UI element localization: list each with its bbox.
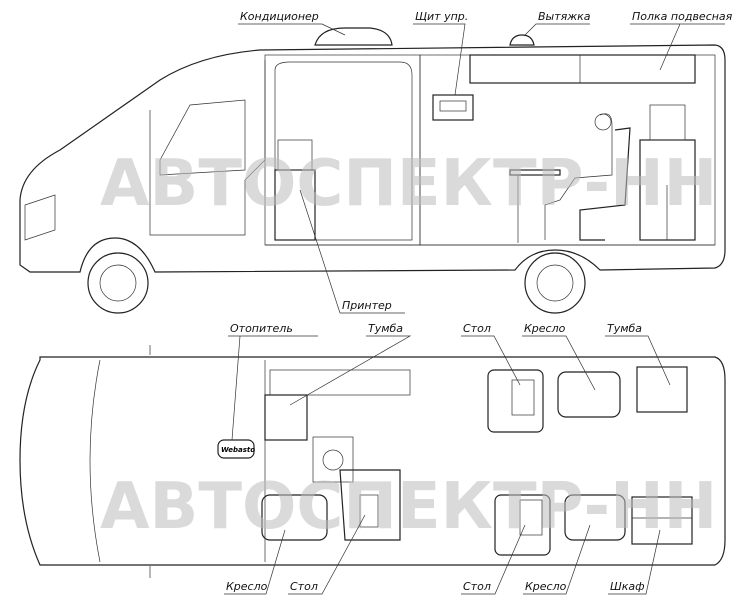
top-view-van: Webasto — [19, 345, 726, 578]
table-left — [339, 469, 401, 541]
cabinet-left — [264, 394, 308, 441]
label-chair-left: Кресло — [226, 580, 268, 593]
chair-right — [557, 371, 621, 418]
watermark-top: АВТОСПЕКТР-НН — [100, 147, 717, 221]
side-view-van — [19, 27, 726, 314]
label-cabinet-left: Тумба — [368, 322, 403, 335]
label-heater: Отопитель — [230, 322, 293, 335]
seat-base — [312, 436, 354, 483]
chair-left — [261, 494, 328, 541]
label-table-left: Стол — [290, 580, 318, 593]
chair-middle — [564, 494, 626, 541]
watermark-bottom: АВТОСПЕКТР-НН — [100, 470, 717, 544]
label-cabinet-right: Тумба — [607, 322, 642, 335]
cabinet-right — [636, 366, 688, 413]
label-exhaust: Вытяжка — [538, 10, 591, 23]
table-middle — [494, 494, 551, 556]
label-table-right: Стол — [463, 322, 491, 335]
side-table — [509, 169, 561, 176]
label-chair-middle: Кресло — [525, 580, 567, 593]
table-right — [487, 369, 544, 433]
label-wardrobe: Шкаф — [610, 580, 645, 593]
front-wheel — [87, 252, 149, 314]
heater — [217, 439, 255, 459]
label-control-panel: Щит упр. — [415, 10, 468, 23]
side-view-labels: Кондиционер Щит упр. Вытяжка Полка подве… — [238, 10, 733, 314]
side-chair — [579, 127, 631, 241]
label-table-middle: Стол — [463, 580, 491, 593]
label-chair-right: Кресло — [524, 322, 566, 335]
control-panel — [432, 94, 474, 121]
exhaust-vent — [509, 34, 535, 46]
air-conditioner — [314, 27, 393, 46]
hanging-shelf — [469, 54, 696, 84]
label-printer: Принтер — [342, 299, 392, 312]
top-view-labels: Отопитель Тумба Стол Кресло Тумба Кресло… — [224, 322, 671, 595]
heater-brand: Webasto — [221, 446, 255, 454]
wardrobe — [631, 496, 693, 545]
cab-window — [159, 99, 246, 176]
label-air-conditioner: Кондиционер — [240, 10, 319, 23]
printer — [277, 139, 313, 171]
rear-wheel — [524, 252, 586, 314]
label-hanging-shelf: Полка подвесная — [632, 10, 733, 23]
